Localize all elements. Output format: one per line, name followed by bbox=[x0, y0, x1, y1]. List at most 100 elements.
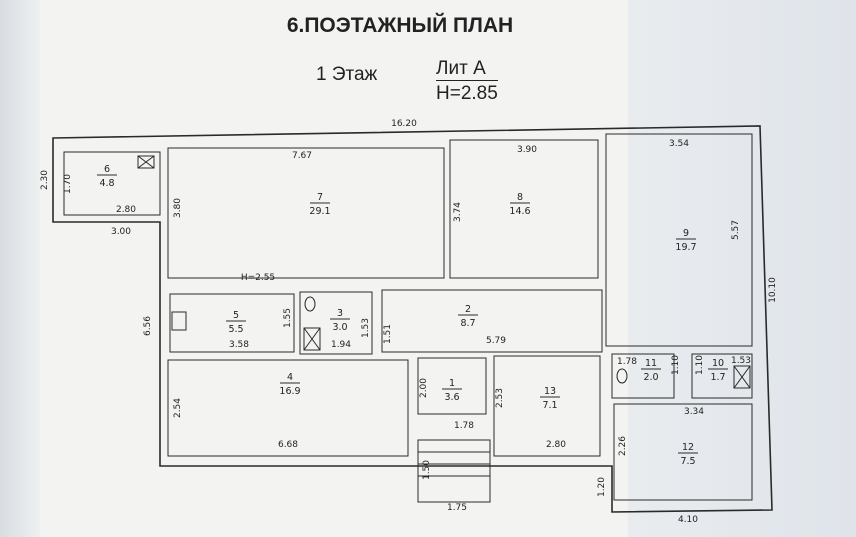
stove-symbol-room5 bbox=[171, 311, 187, 331]
room-6-number: 6 bbox=[104, 164, 110, 175]
room-outline-10 bbox=[691, 353, 753, 399]
dimension-label: 3.00 bbox=[111, 227, 131, 237]
dimension-label: 1.20 bbox=[597, 477, 607, 497]
room-2-number: 2 bbox=[465, 304, 471, 315]
room-13-label: 137.1 bbox=[540, 386, 560, 411]
room-2-area: 8.7 bbox=[460, 318, 475, 329]
toilet-symbol-room3 bbox=[304, 296, 316, 312]
room-7-number: 7 bbox=[317, 192, 323, 203]
dimension-label: 1.53 bbox=[361, 318, 371, 338]
paper-edge-left bbox=[0, 0, 40, 537]
floor-label: 1 Этаж bbox=[316, 64, 378, 85]
porch-steps bbox=[418, 451, 490, 477]
room-7-area: 29.1 bbox=[309, 206, 330, 217]
dimension-label: 3.90 bbox=[517, 145, 537, 155]
paper-edge-right bbox=[628, 0, 856, 537]
dimension-label: 3.58 bbox=[229, 340, 249, 350]
room-outline-6 bbox=[63, 151, 161, 216]
room-7-label: 729.1 bbox=[309, 192, 330, 217]
dimension-label: 2.00 bbox=[419, 378, 429, 398]
dimension-label: 3.34 bbox=[684, 407, 704, 417]
room-5-area: 5.5 bbox=[228, 324, 243, 335]
dimension-label: 1.10 bbox=[671, 355, 681, 375]
room-6-area: 4.8 bbox=[99, 178, 114, 189]
dimension-label: 1.55 bbox=[283, 308, 293, 328]
room-6-label: 64.8 bbox=[97, 164, 117, 189]
dimension-label: 1.94 bbox=[331, 340, 351, 350]
outer-wall bbox=[52, 125, 773, 513]
dimension-label: 10.10 bbox=[768, 277, 778, 303]
room-outline-1 bbox=[417, 357, 487, 415]
room-11-number: 11 bbox=[645, 358, 657, 369]
room-4-label: 416.9 bbox=[279, 372, 300, 397]
dimension-label: 3.74 bbox=[453, 202, 463, 222]
dimension-label: 16.20 bbox=[391, 119, 417, 129]
room-10-area: 1.7 bbox=[710, 372, 725, 383]
room-outline-2 bbox=[381, 289, 603, 353]
room-3-label: 33.0 bbox=[330, 308, 350, 333]
room-outline-13 bbox=[493, 355, 601, 457]
room-9-area: 19.7 bbox=[675, 242, 696, 253]
porch-outline bbox=[417, 439, 491, 503]
toilet-symbol-room11 bbox=[616, 368, 628, 384]
dimension-label: 2.54 bbox=[173, 398, 183, 418]
room-1-label: 13.6 bbox=[442, 378, 462, 403]
vent-symbol-room10 bbox=[733, 365, 751, 389]
dimension-label: 2.30 bbox=[40, 170, 50, 190]
dimension-label: 1.78 bbox=[454, 421, 474, 431]
dimension-label: 2.80 bbox=[116, 205, 136, 215]
room-outline-12 bbox=[613, 403, 753, 501]
room-outline-11 bbox=[611, 353, 675, 399]
dimension-label: 1.70 bbox=[63, 174, 73, 194]
dimension-label: 6.56 bbox=[143, 316, 153, 336]
dimension-label: 1.78 bbox=[617, 357, 637, 367]
dimension-label: 2.80 bbox=[546, 440, 566, 450]
room-13-area: 7.1 bbox=[542, 400, 557, 411]
vent-symbol-room3 bbox=[303, 327, 321, 351]
dimension-label: 1.50 bbox=[422, 460, 432, 480]
room-11-label: 112.0 bbox=[641, 358, 661, 383]
room-1-area: 3.6 bbox=[444, 392, 459, 403]
dimension-label: 1.10 bbox=[695, 355, 705, 375]
room-5-number: 5 bbox=[233, 310, 239, 321]
dimension-label: 3.80 bbox=[173, 198, 183, 218]
dimension-label: 7.67 bbox=[292, 151, 312, 161]
room-12-number: 12 bbox=[682, 442, 694, 453]
room-13-number: 13 bbox=[544, 386, 556, 397]
room-outline-3 bbox=[299, 291, 373, 355]
room-outline-8 bbox=[449, 139, 599, 279]
room-3-area: 3.0 bbox=[332, 322, 347, 333]
room-outline-4 bbox=[167, 359, 409, 457]
room-1-number: 1 bbox=[449, 378, 455, 389]
dimension-label: 5.79 bbox=[486, 336, 506, 346]
lit-label: Лит А bbox=[436, 58, 486, 79]
dimension-label: 1.53 bbox=[731, 356, 751, 366]
room-4-area: 16.9 bbox=[279, 386, 300, 397]
room-2-label: 28.7 bbox=[458, 304, 478, 329]
dimension-label: 5.57 bbox=[731, 220, 741, 240]
dimension-label: 4.10 bbox=[678, 515, 698, 525]
dimension-label: 2.26 bbox=[618, 436, 628, 456]
room-8-area: 14.6 bbox=[509, 206, 530, 217]
dimension-label: 2.53 bbox=[495, 388, 505, 408]
room-outline-5 bbox=[169, 293, 295, 353]
room-8-number: 8 bbox=[517, 192, 523, 203]
room-outline-7 bbox=[167, 147, 445, 279]
dimension-label: 1.51 bbox=[383, 324, 393, 344]
room-10-label: 101.7 bbox=[708, 358, 728, 383]
stove-symbol-room6 bbox=[137, 155, 155, 169]
room-12-label: 127.5 bbox=[678, 442, 698, 467]
room-12-area: 7.5 bbox=[680, 456, 695, 467]
room-11-area: 2.0 bbox=[643, 372, 658, 383]
plan-title: 6.ПОЭТАЖНЫЙ ПЛАН bbox=[286, 14, 514, 37]
dimension-label: Н=2.55 bbox=[241, 273, 275, 283]
room-5-label: 55.5 bbox=[226, 310, 246, 335]
room-outline-9 bbox=[605, 133, 753, 347]
room-9-number: 9 bbox=[683, 228, 689, 239]
room-9-label: 919.7 bbox=[675, 228, 696, 253]
room-8-label: 814.6 bbox=[509, 192, 530, 217]
room-3-number: 3 bbox=[337, 308, 343, 319]
dimension-label: 6.68 bbox=[278, 440, 298, 450]
dimension-label: 1.75 bbox=[447, 503, 467, 513]
